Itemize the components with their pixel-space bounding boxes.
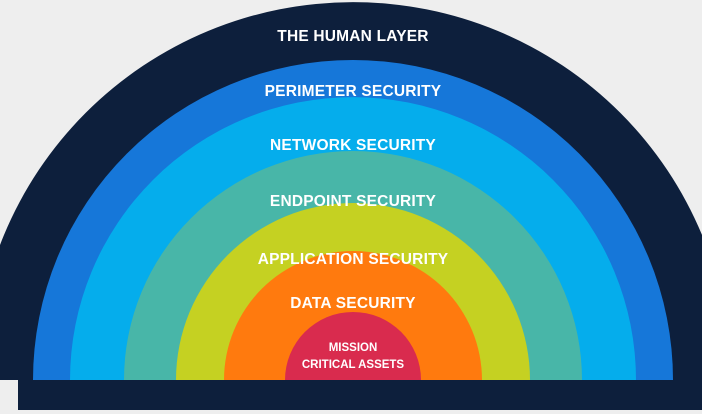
core-label-line1: MISSION — [329, 342, 378, 354]
base-bar — [18, 380, 702, 410]
core-label-line2: CRITICAL ASSETS — [302, 359, 405, 371]
perimeter-security-label: PERIMETER SECURITY — [265, 83, 442, 100]
data-security-label: DATA SECURITY — [290, 295, 416, 312]
mission-critical-assets-core — [285, 312, 421, 380]
application-security-label: APPLICATION SECURITY — [258, 251, 449, 268]
network-security-label: NETWORK SECURITY — [270, 137, 436, 154]
the-human-layer-label: THE HUMAN LAYER — [277, 28, 428, 45]
endpoint-security-label: ENDPOINT SECURITY — [270, 193, 437, 210]
